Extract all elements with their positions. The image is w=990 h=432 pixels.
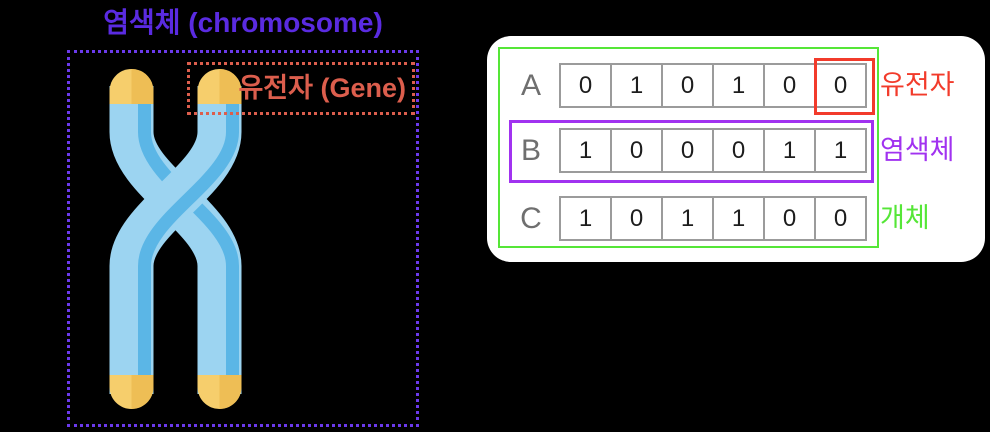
row-c-cells: 1 0 1 1 0 0 bbox=[559, 196, 867, 241]
gene-cell: 1 bbox=[814, 128, 867, 173]
chromosome-highlight-frame bbox=[509, 120, 874, 183]
row-label-b: B bbox=[520, 134, 541, 167]
individual-side-label: 개체 bbox=[880, 203, 930, 233]
gene-cell: 0 bbox=[814, 63, 867, 108]
chromatid-right-to-left bbox=[109, 86, 242, 394]
gene-cell: 0 bbox=[559, 63, 612, 108]
gene-side-label: 유전자 bbox=[880, 70, 955, 100]
gene-cell: 0 bbox=[814, 196, 867, 241]
row-b-cells: 1 0 0 0 1 1 bbox=[559, 128, 867, 173]
telomere-caps bbox=[109, 69, 242, 410]
chromosome-illustration bbox=[109, 69, 242, 410]
gene-cell: 1 bbox=[559, 196, 612, 241]
row-a-cells: 0 1 0 1 0 0 bbox=[559, 63, 867, 108]
row-label-c: C bbox=[520, 202, 542, 235]
gene-cell: 0 bbox=[661, 128, 714, 173]
chromosome-side-label: 염색체 bbox=[880, 135, 955, 165]
row-label-a: A bbox=[520, 69, 541, 102]
gene-callout-box: 유전자 (Gene) bbox=[187, 62, 415, 115]
chromosome-title: 염색체 (chromosome) bbox=[103, 7, 383, 38]
gene-cell: 0 bbox=[712, 128, 765, 173]
gene-cell: 1 bbox=[763, 128, 816, 173]
gene-cell: 0 bbox=[763, 63, 816, 108]
gene-cell: 0 bbox=[661, 63, 714, 108]
gene-cell: 1 bbox=[712, 63, 765, 108]
binary-encoding-panel: A 0 1 0 1 0 0 유전자 B 1 0 0 0 1 1 염색체 C 1 … bbox=[487, 36, 985, 262]
individual-highlight-frame bbox=[498, 47, 879, 248]
chromosome-dotted-box bbox=[67, 50, 419, 427]
gene-highlight-frame bbox=[814, 58, 875, 115]
gene-cell: 0 bbox=[610, 196, 663, 241]
gene-cell: 1 bbox=[559, 128, 612, 173]
gene-cell: 1 bbox=[610, 63, 663, 108]
gene-cell: 0 bbox=[610, 128, 663, 173]
gene-cell: 1 bbox=[661, 196, 714, 241]
